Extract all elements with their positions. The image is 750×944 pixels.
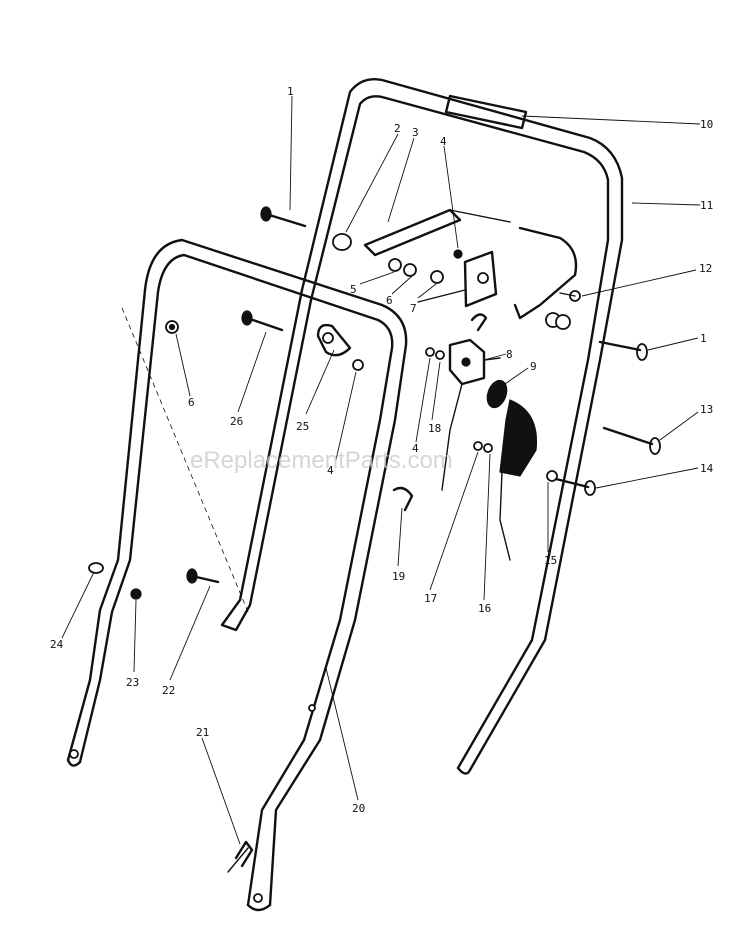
callout-6-left: 6 (188, 396, 195, 409)
callout-12: 12 (699, 262, 712, 275)
callout-3: 3 (412, 126, 419, 139)
upper-handle (220, 78, 624, 775)
watermark: eReplacementParts.com (190, 447, 453, 474)
callout-22: 22 (162, 684, 175, 697)
callout-4-mid: 4 (327, 464, 334, 477)
leader-lines (61, 95, 701, 845)
assembly-line (121, 307, 249, 613)
bolts (186, 206, 661, 584)
callout-2: 2 (394, 122, 401, 135)
callout-23: 23 (126, 676, 139, 689)
callout-5: 5 (350, 283, 357, 296)
callout-8: 8 (506, 348, 513, 361)
callout-10: 10 (700, 118, 713, 131)
handle-grip (444, 94, 528, 130)
callout-20: 20 (352, 802, 365, 815)
callout-4-right: 4 (412, 442, 419, 455)
callout-18: 18 (428, 422, 441, 435)
control-handle (486, 379, 538, 561)
callout-9: 9 (530, 360, 537, 373)
callout-21: 21 (196, 726, 209, 739)
lower-handle (66, 238, 408, 912)
callout-26: 26 (230, 415, 243, 428)
hardware (88, 320, 558, 600)
callout-16: 16 (478, 602, 491, 615)
callout-24: 24 (50, 638, 64, 651)
callout-25: 25 (296, 420, 309, 433)
callout-11: 11 (700, 199, 713, 212)
callout-19: 19 (392, 570, 405, 583)
callout-1: 1 (287, 85, 294, 98)
callout-7: 7 (410, 302, 417, 315)
callout-17: 17 (424, 592, 437, 605)
handle-bracket (332, 208, 578, 320)
callout-6: 6 (386, 294, 393, 307)
callout-1-right: 1 (700, 332, 707, 345)
callout-13: 13 (700, 403, 713, 416)
callout-4: 4 (440, 135, 447, 148)
cable-clip (227, 840, 254, 873)
callout-labels: 1 2 3 4 10 11 12 1 13 14 5 6 7 8 9 6 26 … (50, 85, 714, 815)
callout-14: 14 (700, 462, 714, 475)
callout-15: 15 (544, 554, 557, 567)
